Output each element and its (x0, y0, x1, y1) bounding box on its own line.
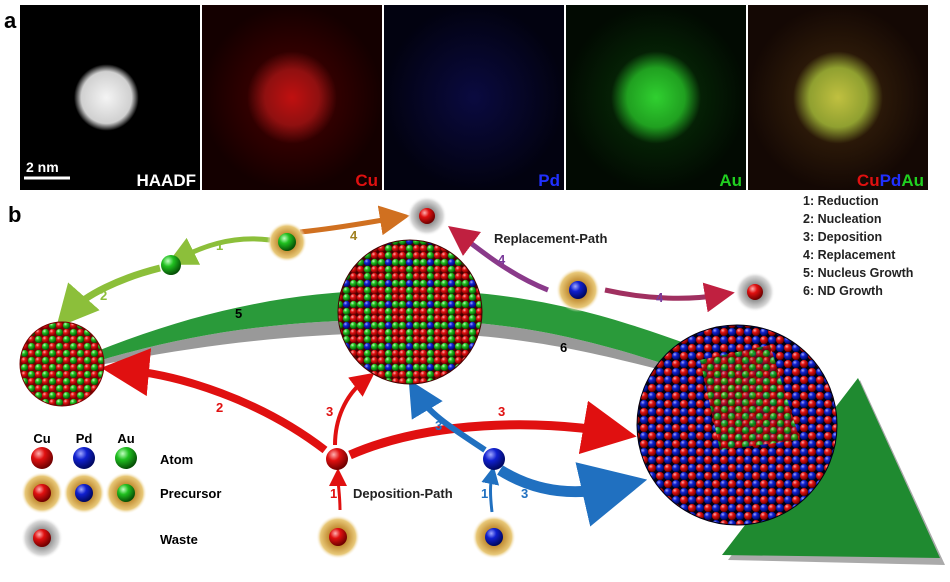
map-label-haadf: HAADF (137, 171, 197, 190)
arrow-pd-replacement-cu (448, 225, 549, 293)
au-atom-icon (161, 255, 181, 275)
au-precursor-core (278, 233, 296, 251)
key-pd: Pd (76, 431, 93, 446)
key-au-atom (115, 447, 137, 469)
step-au-replacement: 4 (350, 228, 358, 243)
arrow-cu-reduction (329, 468, 348, 511)
legend-step-3: 3: Deposition (803, 230, 882, 244)
step-numbers: 1 2 4 4 4 2 3 3 1 3 1 3 (100, 228, 664, 501)
step-cu-reduction: 1 (330, 486, 337, 501)
step-cu-deposit-big: 3 (498, 404, 505, 419)
map-pd: Pd (384, 5, 564, 190)
step-cu-nucleation: 2 (216, 400, 223, 415)
key-au: Au (117, 431, 134, 446)
map-label-cu: Cu (355, 171, 378, 190)
panel-a: a 2 nm HAADF Cu Pd Au CuPdAu (4, 5, 928, 190)
key-waste-core (33, 529, 51, 547)
arrow-cu-nucleation (101, 348, 328, 454)
panel-a-label: a (4, 8, 17, 33)
arrows (56, 205, 735, 527)
legend-step-1: 1: Reduction (803, 194, 879, 208)
pd-precursor-core-2 (485, 528, 503, 546)
arrow-cu-deposit-mid (333, 372, 375, 446)
growth-band (95, 289, 690, 372)
arrow-pd-deposit-mid (408, 379, 487, 453)
key-cu-precursor-core (33, 484, 51, 502)
step-cu-deposit-mid: 3 (326, 404, 333, 419)
arrow-au-reduction (166, 236, 271, 265)
map-label-au: Au (719, 171, 742, 190)
arrow-pd-deposit-big (497, 462, 648, 527)
panel-b-label: b (8, 202, 21, 227)
cu-waste-core (419, 208, 435, 224)
step-au-reduction: 1 (216, 238, 223, 253)
replacement-path-label: Replacement-Path (494, 231, 607, 246)
cu-waste-core-2 (747, 284, 763, 300)
cu-atom-icon (326, 448, 348, 470)
nanodendrite-cutaway (700, 345, 800, 450)
step-pd-replacement-2: 4 (656, 290, 664, 305)
legend-step-6: 6: ND Growth (803, 284, 883, 298)
scale-bar-label: 2 nm (26, 159, 59, 175)
key-pd-atom (73, 447, 95, 469)
key-cu-atom (31, 447, 53, 469)
growing-nanoparticle (337, 239, 483, 385)
step-pd-deposit-mid: 3 (435, 418, 442, 433)
map-label-overlay: CuPdAu (857, 171, 924, 190)
arrow-au-replacement (299, 205, 410, 236)
growth-band-shadow (95, 319, 700, 380)
arrow-pd-replacement-waste (604, 282, 735, 313)
map-overlay: CuPdAu (748, 5, 928, 190)
species-key: Cu Pd Au Atom Precursor Waste (21, 431, 221, 559)
map-label-pd: Pd (538, 171, 560, 190)
step-label-nd-growth: 6 (560, 340, 567, 355)
pd-atom-icon (483, 448, 505, 470)
map-cu: Cu (202, 5, 382, 190)
deposition-path-label: Deposition-Path (353, 486, 453, 501)
key-pd-precursor-core (75, 484, 93, 502)
map-au: Au (566, 5, 746, 190)
legend-step-4: 4: Replacement (803, 248, 896, 262)
key-row-atom: Atom (160, 452, 193, 467)
legend-step-5: 5: Nucleus Growth (803, 266, 913, 280)
step-pd-deposit-big: 3 (521, 486, 528, 501)
step-pd-reduction: 1 (481, 486, 488, 501)
arrow-cu-deposit-big (348, 400, 637, 460)
step-legend: 1: Reduction 2: Nucleation 3: Deposition… (803, 194, 913, 298)
key-row-precursor: Precursor (160, 486, 221, 501)
key-au-precursor-core (117, 484, 135, 502)
map-haadf: 2 nm HAADF (20, 5, 200, 190)
arrow-au-nucleation (56, 264, 161, 328)
key-row-waste: Waste (160, 532, 198, 547)
key-cu: Cu (33, 431, 50, 446)
step-au-nucleation: 2 (100, 288, 107, 303)
pd-precursor-core (569, 281, 587, 299)
panel-b: b 1: Reduction 2: Nucleation 3: Depositi… (8, 194, 945, 565)
nucleus-cluster (19, 321, 105, 407)
cu-precursor-core (329, 528, 347, 546)
arrow-pd-reduction (481, 466, 500, 513)
step-label-nucleus-growth: 5 (235, 306, 242, 321)
legend-step-2: 2: Nucleation (803, 212, 882, 226)
step-pd-replacement: 4 (498, 252, 506, 267)
